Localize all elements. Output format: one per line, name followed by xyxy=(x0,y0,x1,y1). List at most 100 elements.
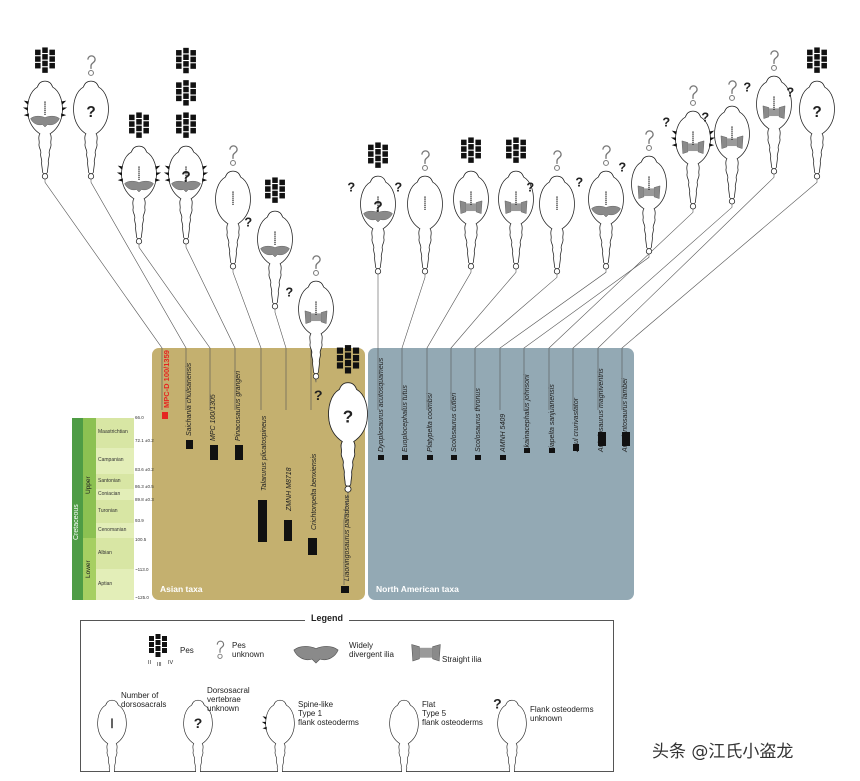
connector-line xyxy=(274,306,287,410)
range-bar xyxy=(500,455,506,460)
stage-label: Aptian xyxy=(98,580,113,587)
pes-unknown-icon xyxy=(421,150,430,172)
range-bar xyxy=(451,455,457,460)
specimen-icon: ?? xyxy=(786,47,835,180)
range-bar xyxy=(549,448,555,453)
flank-unknown-mark: ? xyxy=(285,284,293,299)
range-bar xyxy=(341,586,349,593)
svg-text:II: II xyxy=(148,660,152,666)
dorsosacral-unknown-mark: ? xyxy=(181,169,190,186)
range-bar xyxy=(162,412,168,419)
watermark: 头条 @江氏小盗龙 xyxy=(652,742,794,762)
legend-dorsosacral-unknown-icon: ? xyxy=(183,699,213,772)
age-label: 72.1 ±0.2 xyxy=(135,438,154,443)
specimen-icon: ? xyxy=(163,47,209,245)
pes-icon xyxy=(129,112,149,138)
legend-flank-unknown-label: Flank osteoderms unknown xyxy=(530,705,594,723)
specimen-icon: ? xyxy=(73,55,109,180)
specimen-icon: ? xyxy=(662,85,716,210)
stage-label: Campanian xyxy=(98,457,124,463)
specimen-icon xyxy=(22,47,68,180)
range-bar xyxy=(235,445,243,460)
svg-text:?: ? xyxy=(194,715,203,731)
flank-unknown-mark: ? xyxy=(575,174,583,189)
legend-spine-type1-label: Spine-like Type 1 flank osteoderms xyxy=(298,700,359,727)
pes-unknown-icon xyxy=(770,50,779,72)
legend-straight-ilia-label: Straight ilia xyxy=(442,655,482,664)
range-bar xyxy=(378,455,384,460)
range-bar xyxy=(598,432,606,446)
specimen-icon: ? xyxy=(285,255,334,380)
stage-label: Coniacian xyxy=(98,490,121,497)
range-bar xyxy=(210,445,218,460)
specimen-icon: ? xyxy=(701,80,750,205)
range-bar xyxy=(427,455,433,460)
age-label: 93.9 xyxy=(135,518,144,523)
range-bar xyxy=(622,432,630,446)
range-bar xyxy=(186,440,193,449)
flank-unknown-mark: ? xyxy=(394,179,402,194)
range-bar xyxy=(402,455,408,460)
specimen-icon xyxy=(453,137,489,270)
age-label: 86.3 ±0.5 xyxy=(135,484,154,489)
flank-unknown-mark: ? xyxy=(701,109,709,124)
legend-pes-unknown-icon xyxy=(216,640,225,660)
legend-dorsosacral-unknown-label: Dorsosacral vertebrae unknown xyxy=(207,686,250,713)
specimen-icon: ?? xyxy=(347,142,396,275)
pes-icon xyxy=(336,345,360,374)
specimen-icon: ? xyxy=(743,50,792,175)
connector-line xyxy=(474,271,558,410)
specimen-icon xyxy=(498,137,534,270)
specimen-icon: ? xyxy=(394,150,443,275)
connector-line xyxy=(138,241,211,410)
legend-widely-divergent-ilia-label: Widely divergent ilia xyxy=(349,641,394,659)
asian-panel xyxy=(152,348,365,600)
specimen-icon: ? xyxy=(618,130,667,255)
legend-dorsosacrals-icon xyxy=(97,699,127,772)
pes-unknown-icon xyxy=(602,145,611,167)
pes-unknown-icon xyxy=(312,255,321,277)
flank-unknown-mark: ? xyxy=(743,79,751,94)
pes-unknown-icon xyxy=(229,145,238,167)
flank-unknown-mark: ? xyxy=(662,114,670,129)
legend-widely-divergent-ilia-icon xyxy=(293,646,339,664)
pes-unknown-icon xyxy=(553,150,562,172)
pes-unknown-icon xyxy=(728,80,737,102)
flank-unknown-mark: ? xyxy=(314,388,323,404)
flank-unknown-mark: ? xyxy=(347,179,355,194)
asian-panel-label: Asian taxa xyxy=(160,584,203,594)
flank-unknown-mark: ? xyxy=(618,159,626,174)
age-label: ~113.0 xyxy=(135,567,149,572)
legend-flat-osteoderm-icon xyxy=(389,699,419,772)
legend-title: Legend xyxy=(305,613,350,623)
range-bar xyxy=(308,538,317,555)
connector-line xyxy=(343,489,349,585)
range-bar xyxy=(524,448,530,453)
connector-line xyxy=(232,266,262,410)
specimen-icons: ????????????????? xyxy=(22,47,835,493)
legend-number-dorsosacrals-label: Number of dorsosacrals xyxy=(121,691,167,709)
svg-text:?: ? xyxy=(493,696,502,712)
system-column xyxy=(72,418,83,600)
specimen-icon xyxy=(116,112,162,245)
legend-flank-unknown-icon: ? xyxy=(493,696,527,772)
specimen-icon: ? xyxy=(575,145,624,270)
stage-label: Maastrichtian xyxy=(98,429,128,435)
age-label: ~125.0 xyxy=(135,595,149,600)
connector-line xyxy=(523,251,650,410)
range-bar xyxy=(258,500,267,542)
pes-icon xyxy=(807,47,827,73)
connector-line xyxy=(548,206,694,410)
stage-label: Santonian xyxy=(98,477,121,484)
range-bar xyxy=(573,444,579,451)
dorsosacral-unknown-mark: ? xyxy=(812,104,821,121)
range-bar xyxy=(475,455,481,460)
range-bar xyxy=(284,520,292,541)
stage-label: Albian xyxy=(98,549,112,556)
stage-label: Cenomanian xyxy=(98,526,127,533)
pes-icon xyxy=(176,47,196,74)
stage-aptian: Aptian xyxy=(96,569,134,601)
dorsosacral-unknown-mark: ? xyxy=(86,104,95,121)
